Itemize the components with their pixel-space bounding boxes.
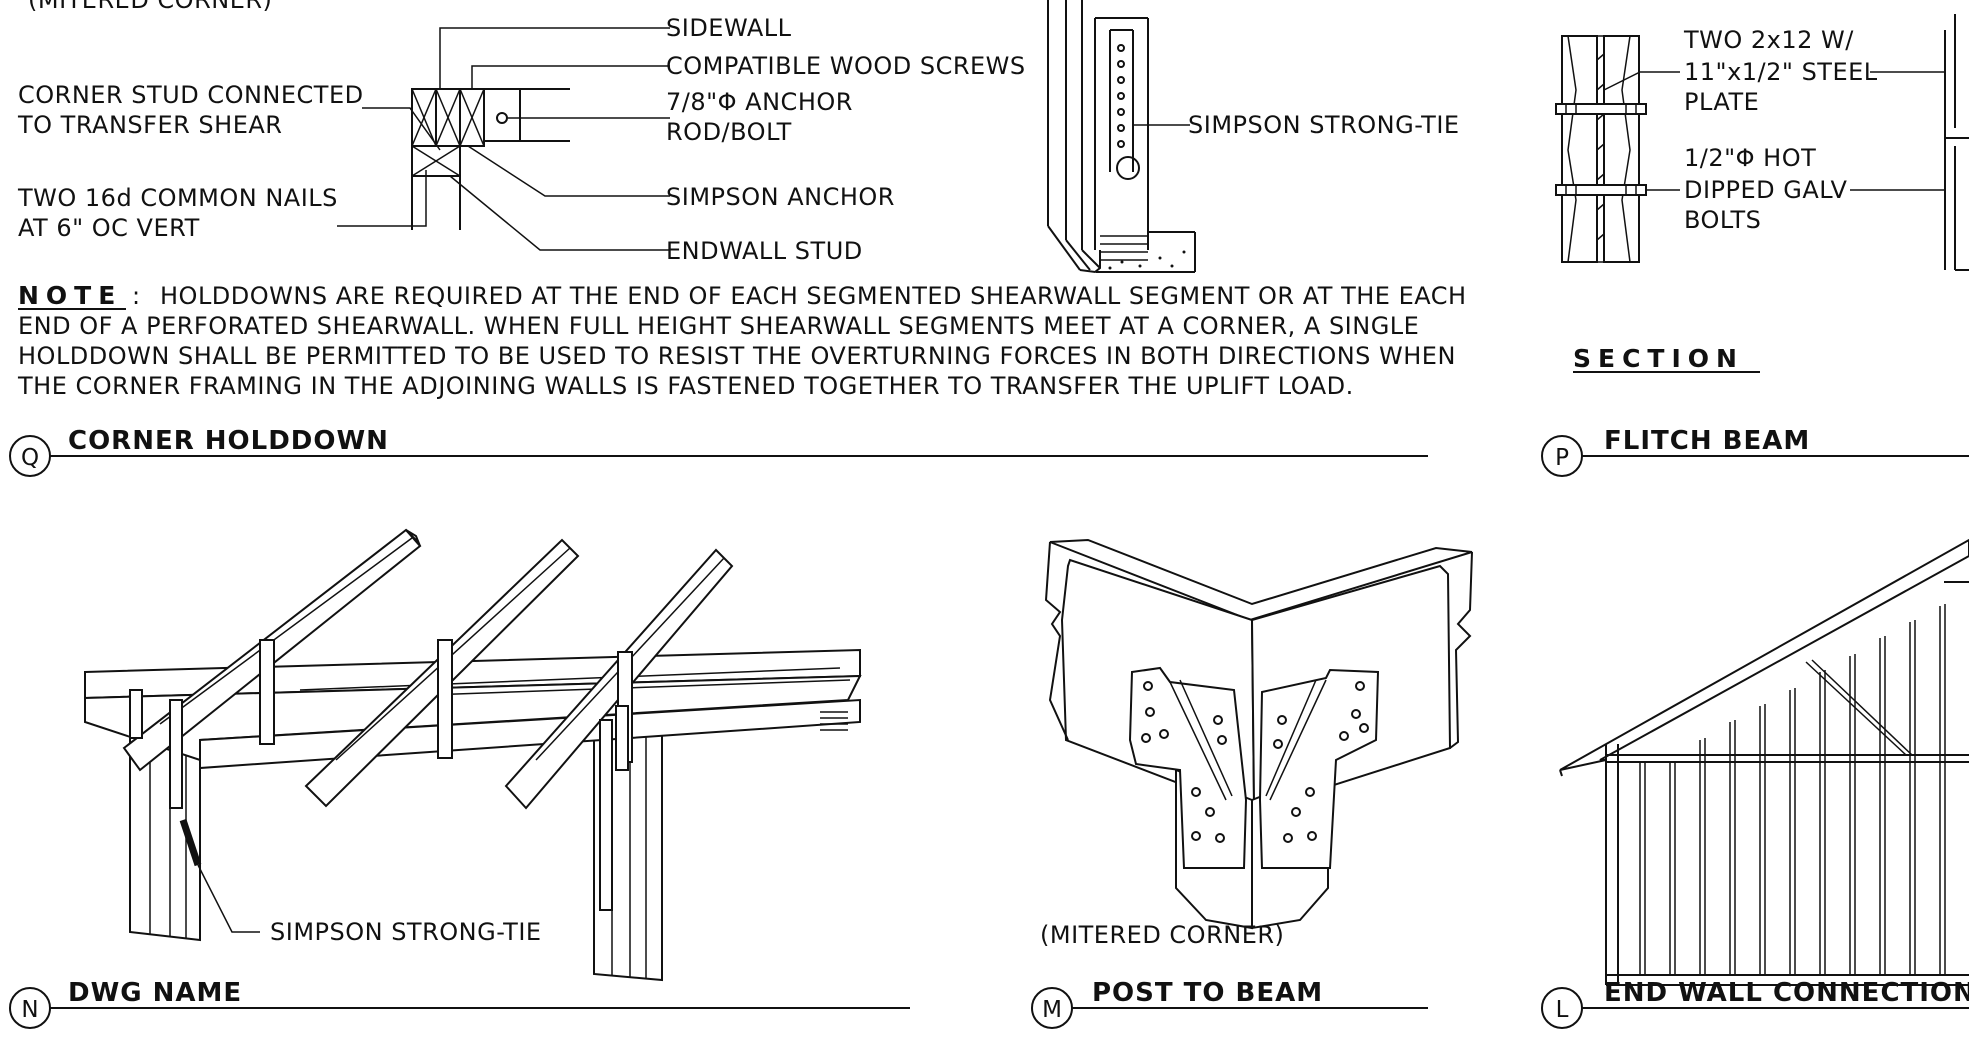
sidewall-label: SIDEWALL — [666, 14, 792, 42]
mitered-beam — [1044, 538, 1473, 808]
detail-title-q: CORNER HOLDDOWN — [68, 426, 389, 456]
strongtie-label-q: SIMPSON STRONG-TIE — [1188, 111, 1460, 139]
flitch-label2-line3: BOLTS — [1684, 206, 1761, 234]
title-block-p: P FLITCH BEAM — [1541, 426, 1969, 477]
title-block-l: L END WALL CONNECTIONS — [1541, 978, 1969, 1029]
flitch-elevation-partial — [1944, 14, 1969, 271]
section-label: SECTION — [1573, 344, 1744, 373]
detail-corner-holddown: (MITERED CORNER) — [9, 0, 1467, 477]
stud-label-line2: TO TRANSFER SHEAR — [17, 111, 282, 139]
detail-title-n: DWG NAME — [68, 978, 242, 1008]
nails-label-line1: TWO 16d COMMON NAILS — [17, 184, 338, 212]
mitered-corner-caption: (MITERED CORNER) — [1040, 921, 1284, 949]
flitch-label2-line1: 1/2"Φ HOT — [1684, 144, 1816, 172]
note-line-2: END OF A PERFORATED SHEARWALL. WHEN FULL… — [18, 312, 1419, 340]
flitch-label1-line1: TWO 2x12 W/ — [1683, 26, 1854, 54]
detail-end-wall: L END WALL CONNECTIONS — [1541, 538, 1969, 1029]
flitch-label1-line2: 11"x1/2" STEEL — [1684, 58, 1878, 86]
svg-text:P: P — [1555, 445, 1569, 471]
detail-flitch-beam: TWO 2x12 W/ 11"x1/2" STEEL PLATE 1/2"Φ H… — [1541, 14, 1969, 477]
strongtie-label-n: SIMPSON STRONG-TIE — [270, 918, 542, 946]
simpson-anchor-label: SIMPSON ANCHOR — [666, 183, 895, 211]
anchor-rod-label-line1: 7/8"Φ ANCHOR — [666, 88, 853, 116]
note-line-1: HOLDDOWNS ARE REQUIRED AT THE END OF EAC… — [160, 282, 1467, 310]
detail-rafter-beam: SIMPSON STRONG-TIE N DWG NAME — [9, 528, 910, 1029]
title-block-n: N DWG NAME — [9, 978, 910, 1029]
flitch-section-drawing — [1555, 35, 1680, 263]
svg-text:N: N — [21, 997, 38, 1023]
svg-text:M: M — [1042, 997, 1062, 1023]
corner-leaders — [337, 27, 670, 251]
corner-plates — [1128, 666, 1380, 869]
holddown-elevation — [1047, 0, 1196, 274]
detail-post-to-beam: (MITERED CORNER) M POST TO BEAM — [1031, 538, 1473, 1029]
svg-text:Q: Q — [21, 445, 39, 471]
flitch-label1-line3: PLATE — [1684, 88, 1759, 116]
detail-title-p: FLITCH BEAM — [1604, 426, 1810, 456]
detail-title-l: END WALL CONNECTIONS — [1604, 978, 1969, 1008]
flitch-label2-line2: DIPPED GALV — [1684, 176, 1848, 204]
note-line-4: THE CORNER FRAMING IN THE ADJOINING WALL… — [17, 372, 1354, 400]
note-block: NOTE : HOLDDOWNS ARE REQUIRED AT THE END… — [17, 281, 1467, 400]
detail-title-m: POST TO BEAM — [1092, 978, 1323, 1008]
wood-screws-label: COMPATIBLE WOOD SCREWS — [666, 52, 1026, 80]
anchor-rod-label-line2: ROD/BOLT — [666, 118, 792, 146]
end-wall-framing — [1559, 538, 1969, 986]
svg-text::: : — [132, 282, 141, 310]
endwall-stud-label: ENDWALL STUD — [666, 237, 863, 265]
svg-text:L: L — [1556, 997, 1569, 1023]
title-block-q: Q CORNER HOLDDOWN — [9, 426, 1428, 477]
title-block-m: M POST TO BEAM — [1031, 978, 1428, 1029]
note-line-3: HOLDDOWN SHALL BE PERMITTED TO BE USED T… — [18, 342, 1456, 370]
hurricane-ties — [129, 639, 633, 911]
corner-plan-section — [411, 30, 570, 230]
nails-label-line2: AT 6" OC VERT — [18, 214, 200, 242]
stud-label-line1: CORNER STUD CONNECTED — [18, 81, 364, 109]
mitered-corner-caption-top: (MITERED CORNER) — [28, 0, 272, 14]
note-heading: NOTE — [18, 281, 122, 310]
